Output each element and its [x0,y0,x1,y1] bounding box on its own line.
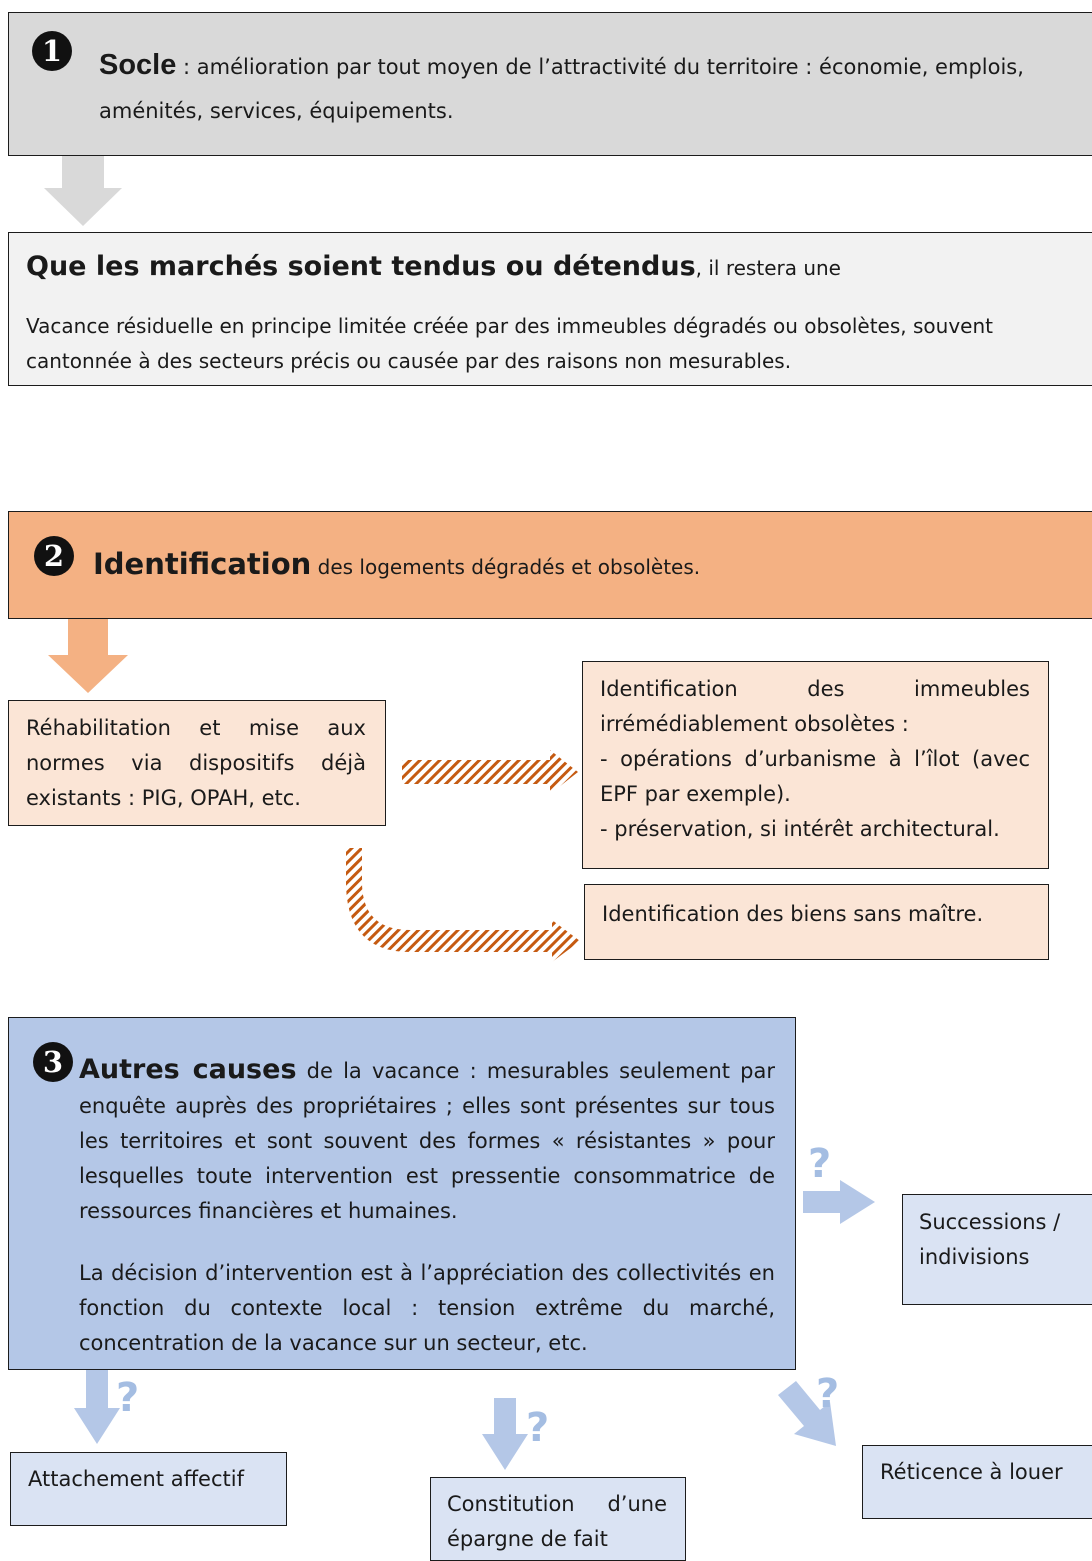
epargne-text: Constitution d’une épargne de fait [447,1492,667,1551]
other-causes-box: 3 Autres causes de la vacance : mesurabl… [8,1017,796,1370]
attachement-text: Attachement affectif [28,1467,244,1491]
socle-title: Socle [99,49,177,81]
obsolete-line-2: - opérations d’urbanisme à l’îlot (avec … [600,747,1030,806]
arrow-blue-right [803,1180,875,1224]
sans-maitre-text: Identification des biens sans maître. [602,902,984,926]
residual-heading-bold: Que les marchés soient tendus ou détendu… [26,251,696,282]
rehabilitation-box: Réhabilitation et mise aux normes via di… [8,700,386,826]
residual-heading-tail: , il restera une [695,256,841,280]
identification-box: 2 Identification des logements dégradés … [8,511,1092,619]
question-mark-right: ? [808,1141,832,1187]
identification-description: des logements dégradés et obsolètes. [311,555,701,579]
successions-box: Successions / indivisions [902,1194,1092,1305]
question-mark-left: ? [116,1375,140,1421]
identification-title: Identification [93,547,312,581]
arrow-blue-down-left [74,1370,120,1444]
obsolete-line-1: Identification des immeubles irrémédiabl… [600,677,1030,736]
obsolete-buildings-box: Identification des immeubles irrémédiabl… [582,661,1049,869]
arrow-down-orange [48,619,128,693]
residual-text: Vacance résiduelle en principe limitée c… [26,314,993,373]
step-3-badge: 3 [33,1042,73,1082]
epargne-box: Constitution d’une épargne de fait [430,1477,686,1561]
step-1-badge: 1 [32,31,72,71]
socle-text: Socle : amélioration par tout moyen de l… [99,43,1089,133]
arrow-blue-down-middle [482,1398,528,1470]
identification-text: Identification des logements dégradés et… [93,542,1083,589]
step-2-badge: 2 [34,536,74,576]
sans-maitre-box: Identification des biens sans maître. [584,884,1049,960]
arrow-hatched-right [402,750,578,794]
reticence-text: Réticence à louer [880,1460,1063,1484]
rehabilitation-text: Réhabilitation et mise aux normes via di… [26,716,366,810]
reticence-box: Réticence à louer [862,1445,1092,1519]
intervention-decision-text: La décision d’intervention est à l’appré… [79,1261,775,1355]
other-causes-text: Autres causes de la vacance : mesurables… [79,1052,775,1229]
arrow-hatched-curved [346,848,580,962]
arrow-blue-diagonal [778,1381,836,1446]
attachement-box: Attachement affectif [10,1452,287,1526]
obsolete-line-3: - préservation, si intérêt architectural… [600,817,1000,841]
arrow-down-gray [44,156,122,226]
socle-box: 1 Socle : amélioration par tout moyen de… [8,12,1092,156]
residual-vacancy-box: Que les marchés soient tendus ou détendu… [8,232,1092,386]
socle-description: : amélioration par tout moyen de l’attra… [99,55,1024,123]
question-mark-middle: ? [526,1405,550,1451]
residual-heading: Que les marchés soient tendus ou détendu… [26,245,1092,290]
other-causes-title: Autres causes [79,1054,297,1085]
question-mark-diagonal: ? [816,1371,840,1417]
other-causes-description: de la vacance : mesurables seulement par… [79,1059,775,1223]
successions-text: Successions / indivisions [919,1210,1061,1269]
